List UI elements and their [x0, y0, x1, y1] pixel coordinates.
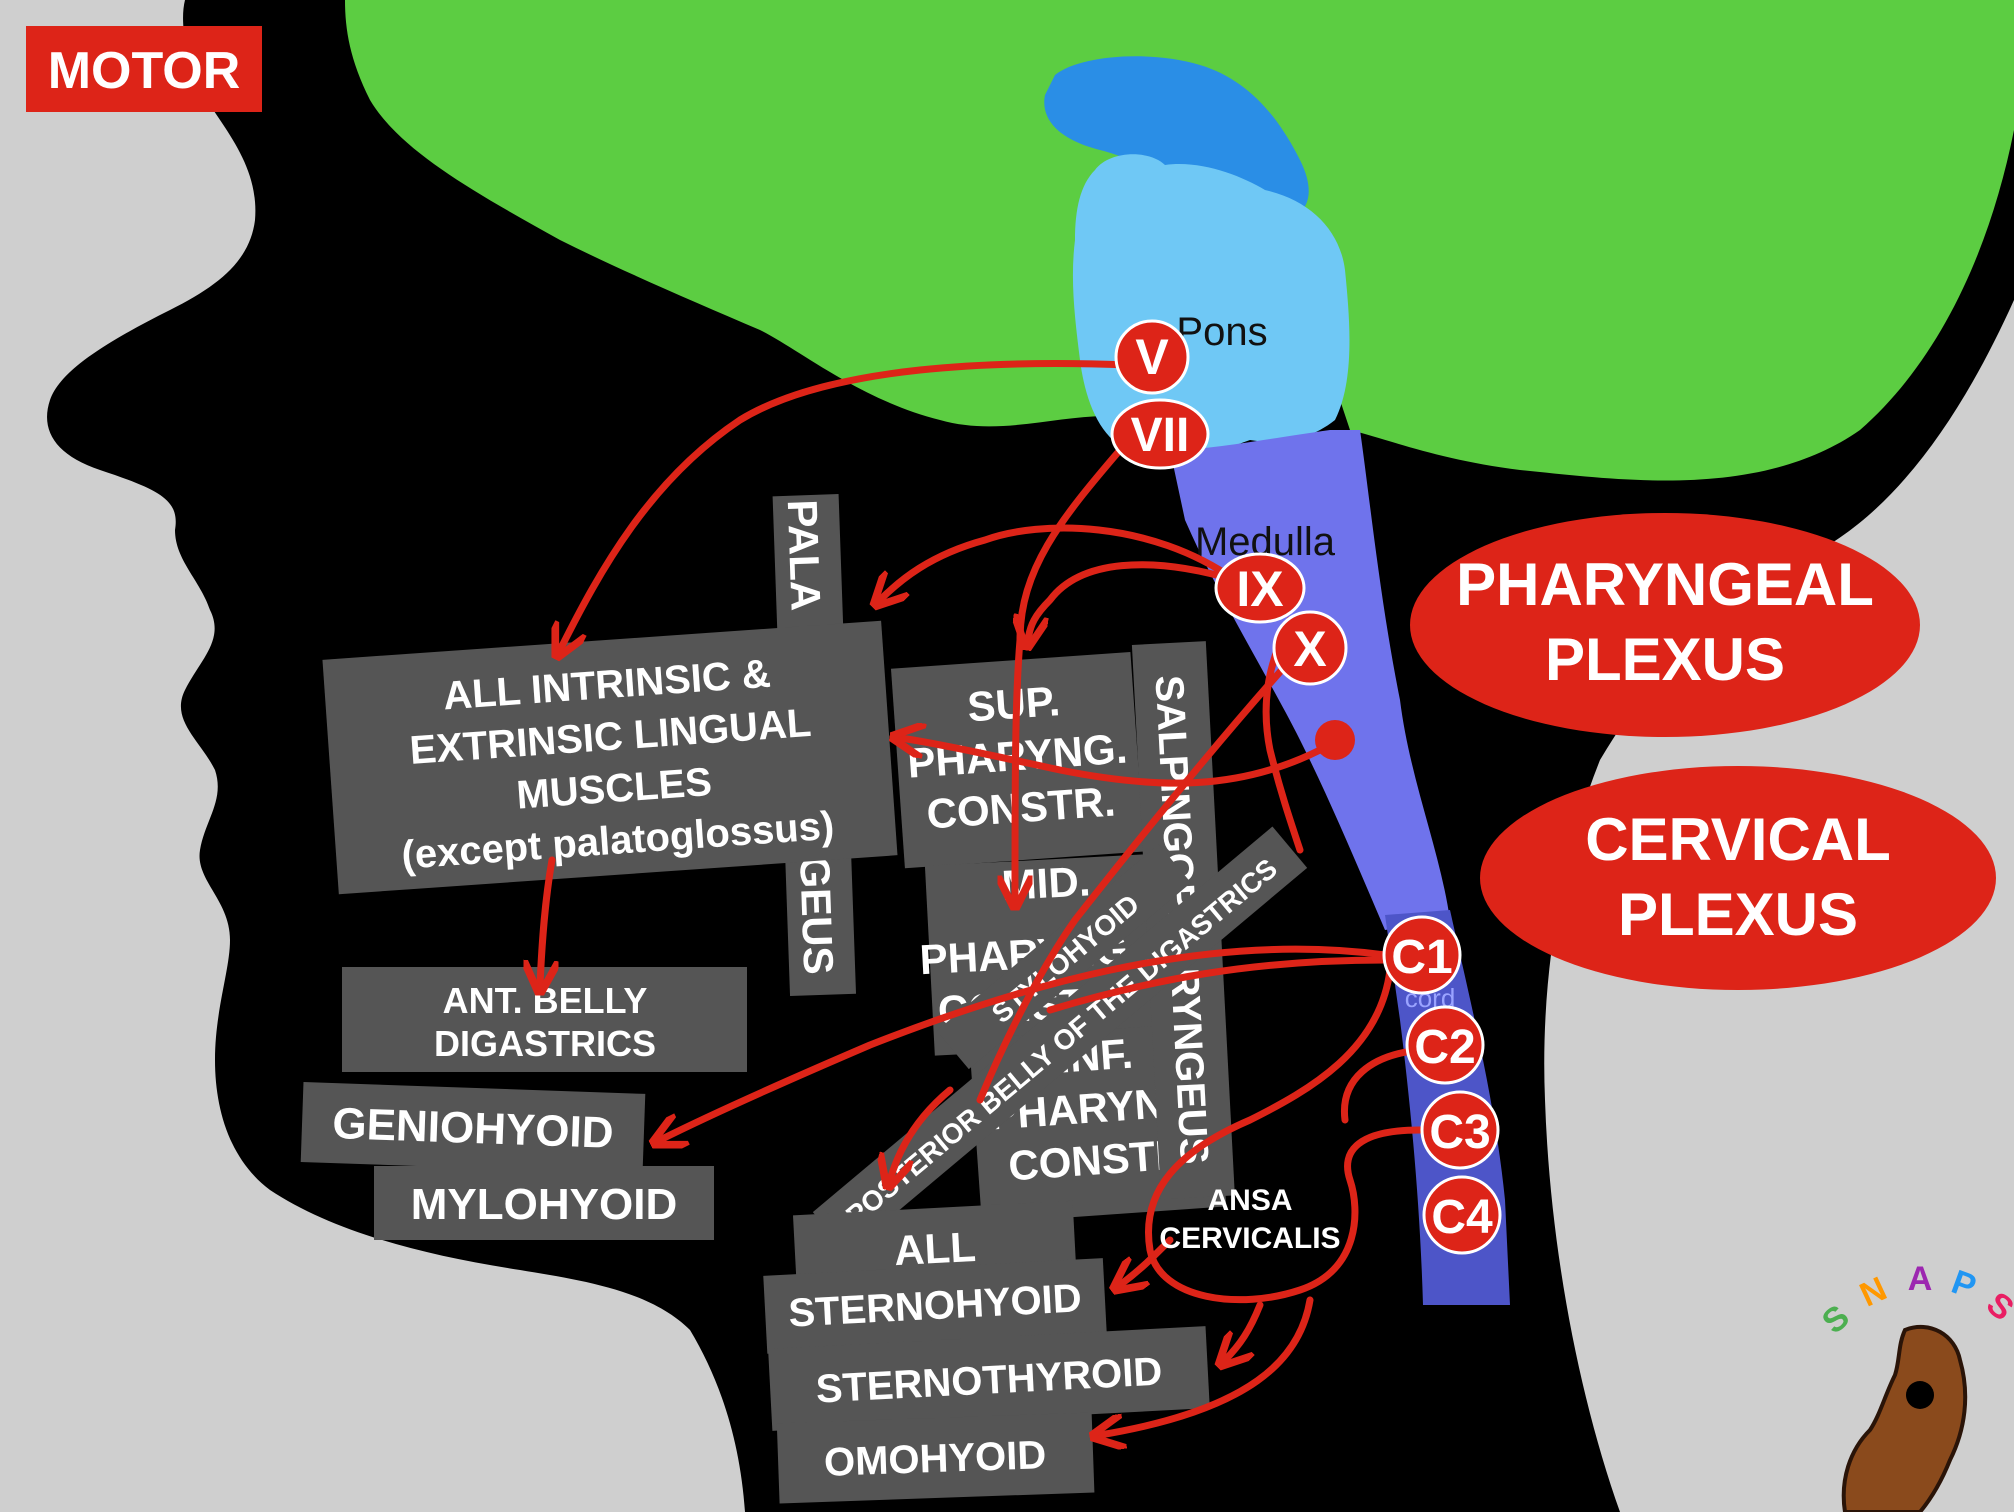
nerve-v-text: V [1135, 329, 1169, 385]
nerve-ix-badge: IX [1214, 552, 1306, 624]
nerve-pathways [540, 360, 1424, 1435]
pharyngeal-plexus-line-1: PHARYNGEAL [1456, 551, 1874, 618]
pons-label: Pons [1176, 310, 1267, 354]
motor-badge [26, 26, 262, 112]
cervical-plexus-oval: CERVICAL PLEXUS [1480, 766, 1996, 990]
ant-belly-box: ANT. BELLY DIGASTRICS [342, 967, 747, 1072]
snapping-hand-gap [1906, 1381, 1934, 1409]
c2-root [1340, 1046, 1424, 1124]
ansa-to-sternohyoid-arrow [1120, 1236, 1174, 1285]
sternohyoid-box: STERNOHYOID [763, 1258, 1107, 1354]
ansa-line-2: CERVICALIS [1159, 1222, 1340, 1255]
snaps-logo: S N A P S [1815, 1260, 2014, 1512]
ant-belly-line-1: ANT. BELLY [443, 980, 648, 1021]
lingual-muscles-box: ALL INTRINSIC & EXTRINSIC LINGUAL MUSCLE… [322, 620, 898, 895]
hypoglossal-arrow [900, 738, 1324, 787]
logo-letter-a: A [1908, 1260, 1933, 1298]
pharyngeal-plexus-dot [1315, 720, 1355, 760]
sternothyroid-box: STERNOTHYROID [768, 1326, 1210, 1431]
motor-badge-text: MOTOR [48, 42, 241, 100]
palatoglossus-bottom-text: GEUS [791, 855, 842, 976]
nerve-ix-text: IX [1236, 561, 1283, 617]
nerve-v-badge: V [1114, 319, 1190, 395]
ansa-cervicalis-loop [1145, 966, 1424, 1304]
glossopharyngeal-arrow-2 [1028, 561, 1239, 640]
cervical-plexus-line-2: PLEXUS [1618, 881, 1858, 948]
mylohyoid-box: MYLOHYOID [374, 1166, 714, 1240]
ansa-to-omohyoid-arrow [1100, 1296, 1314, 1435]
omohyoid-text: OMOHYOID [823, 1433, 1047, 1485]
nerve-c3-text: C3 [1429, 1106, 1490, 1159]
ansa-to-sternothyroid-arrow [1225, 1301, 1264, 1360]
c1-to-all-arrow [890, 1086, 954, 1180]
nerve-c1-text: C1 [1391, 931, 1452, 984]
c1-branch [1046, 956, 1389, 1014]
geniohyoid-text: GENIOHYOID [332, 1099, 615, 1158]
pharyngeal-plexus-line-2: PLEXUS [1545, 626, 1785, 693]
omohyoid-box: OMOHYOID [776, 1412, 1095, 1504]
geniohyoid-box: GENIOHYOID [300, 1081, 646, 1174]
ant-belly-line-2: DIGASTRICS [434, 1023, 656, 1064]
glossopharyngeal-arrow-1 [880, 524, 1239, 600]
nerve-c4-text: C4 [1431, 1191, 1493, 1244]
pharyngeal-plexus-oval: PHARYNGEAL PLEXUS [1410, 513, 1920, 737]
palatoglossus-top-text: PALA [779, 499, 830, 612]
nerve-c1-badge: C1 [1382, 915, 1462, 995]
cervical-plexus-line-1: CERVICAL [1585, 806, 1891, 873]
nerve-c2-text: C2 [1414, 1021, 1475, 1074]
trigeminal-arrow [560, 360, 1134, 650]
nerve-x-badge: X [1272, 610, 1348, 686]
nerve-vii-badge: VII [1110, 398, 1210, 470]
nerve-c3-badge: C3 [1420, 1090, 1500, 1170]
vagus-diagonal [976, 651, 1299, 1104]
nerve-c2-badge: C2 [1405, 1005, 1485, 1085]
nerve-c4-badge: C4 [1422, 1175, 1502, 1255]
c1-to-geniohyoid-arrow [660, 945, 1389, 1140]
ansa-line-1: ANSA [1207, 1184, 1292, 1217]
nerve-x-text: X [1293, 621, 1326, 677]
trigeminal-to-ant-belly-arrow [540, 856, 552, 985]
mylohyoid-text: MYLOHYOID [411, 1180, 677, 1229]
nerve-vii-text: VII [1131, 409, 1190, 462]
